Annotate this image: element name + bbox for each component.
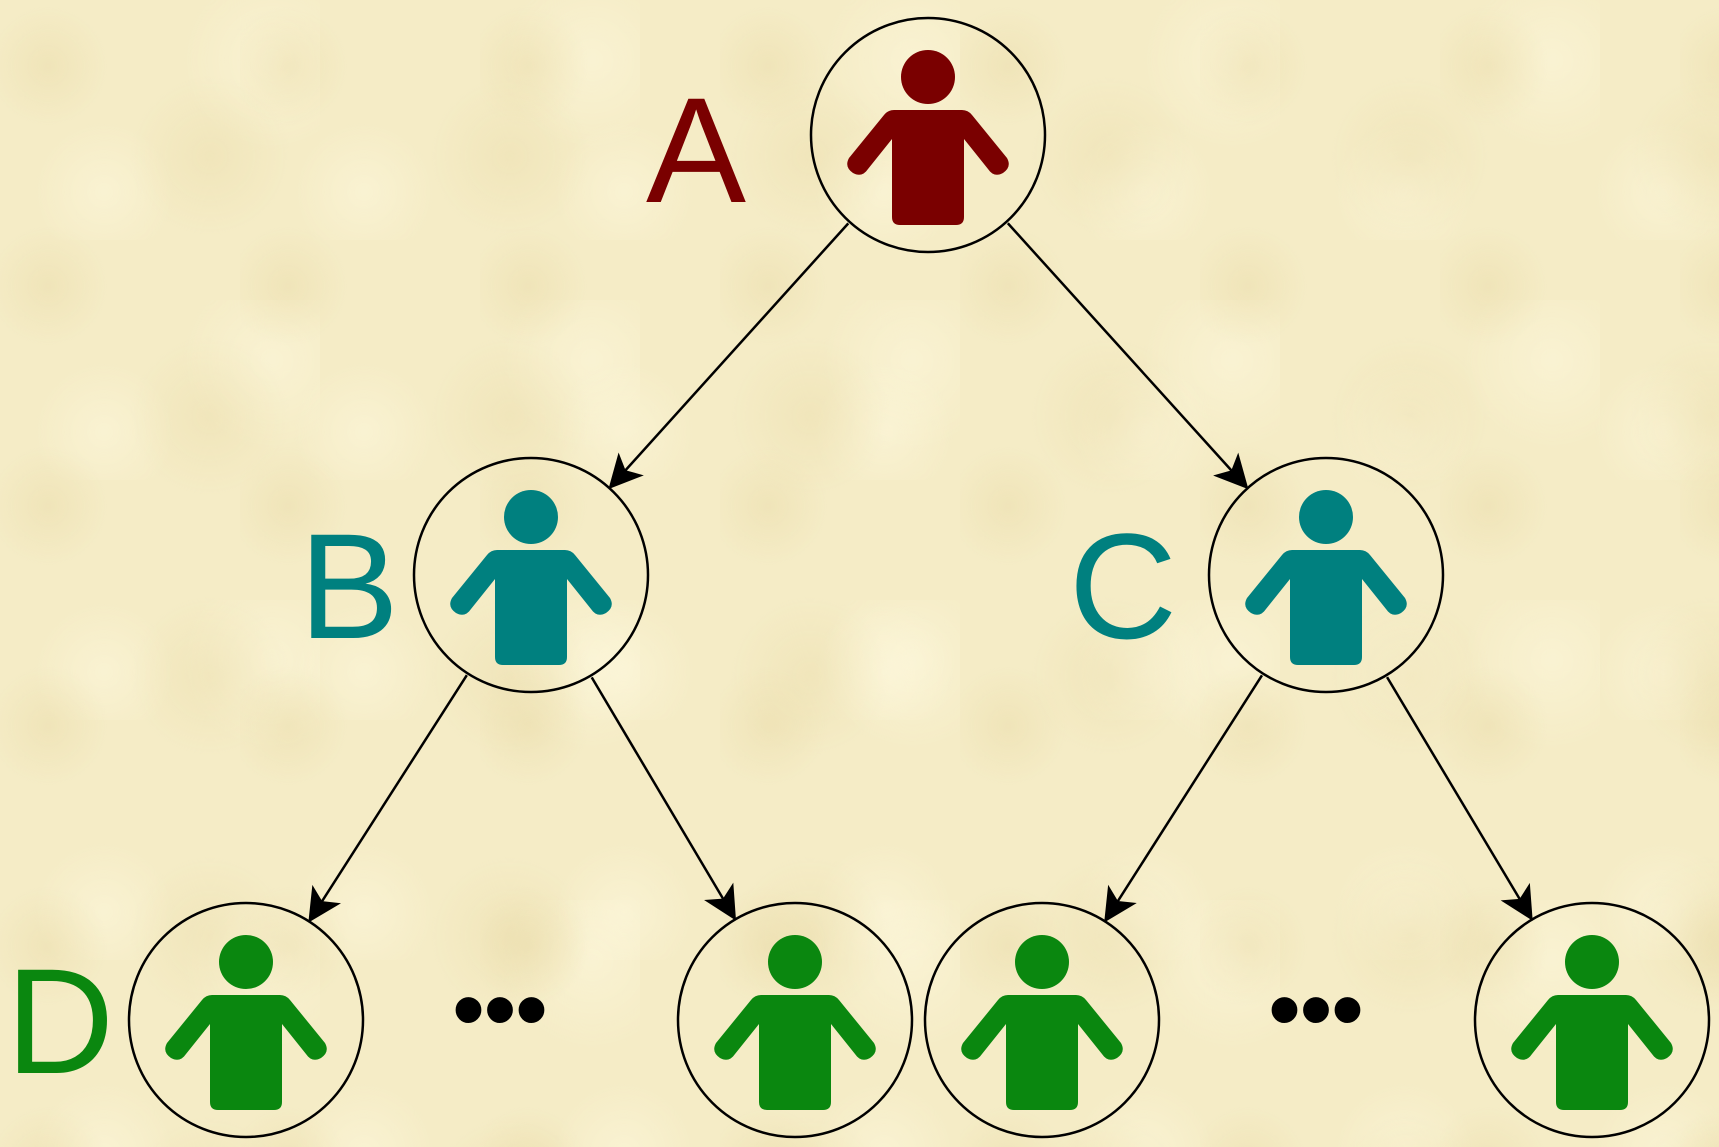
edge-b-d2 [590, 676, 737, 921]
edge-b-d [308, 674, 468, 923]
node-circle [1207, 456, 1445, 694]
node-label-a: A [646, 66, 746, 234]
node-label-d: D [6, 937, 114, 1105]
node-circle [127, 901, 365, 1139]
edge-a-c [1006, 222, 1249, 490]
node-label-c: C [1069, 502, 1177, 670]
node-a: A [646, 16, 1047, 254]
node-circle [923, 901, 1161, 1139]
person-icon [714, 935, 876, 1110]
node-circle [676, 901, 914, 1139]
node-c2 [1473, 901, 1711, 1139]
node-c1 [923, 901, 1161, 1139]
node-label-b: B [299, 502, 399, 670]
nodes-layer: A B C D [6, 16, 1711, 1139]
node-circle [412, 456, 650, 694]
edge-c-c1 [1104, 674, 1264, 923]
person-icon [1511, 935, 1673, 1110]
node-b: B [299, 456, 650, 694]
person-icon [847, 50, 1009, 225]
node-circle [809, 16, 1047, 254]
person-icon [1245, 490, 1407, 665]
person-icon [165, 935, 327, 1110]
ellipsis-right: ••• [1269, 960, 1364, 1060]
node-c: C [1069, 456, 1445, 694]
edges-layer [308, 222, 1533, 923]
node-circle [1473, 901, 1711, 1139]
person-icon [450, 490, 612, 665]
node-d2 [676, 901, 914, 1139]
person-icon [961, 935, 1123, 1110]
edge-c-c2 [1385, 676, 1533, 921]
ellipsis-left: ••• [453, 960, 548, 1060]
edge-a-b [608, 222, 850, 490]
node-d: D [6, 901, 365, 1139]
